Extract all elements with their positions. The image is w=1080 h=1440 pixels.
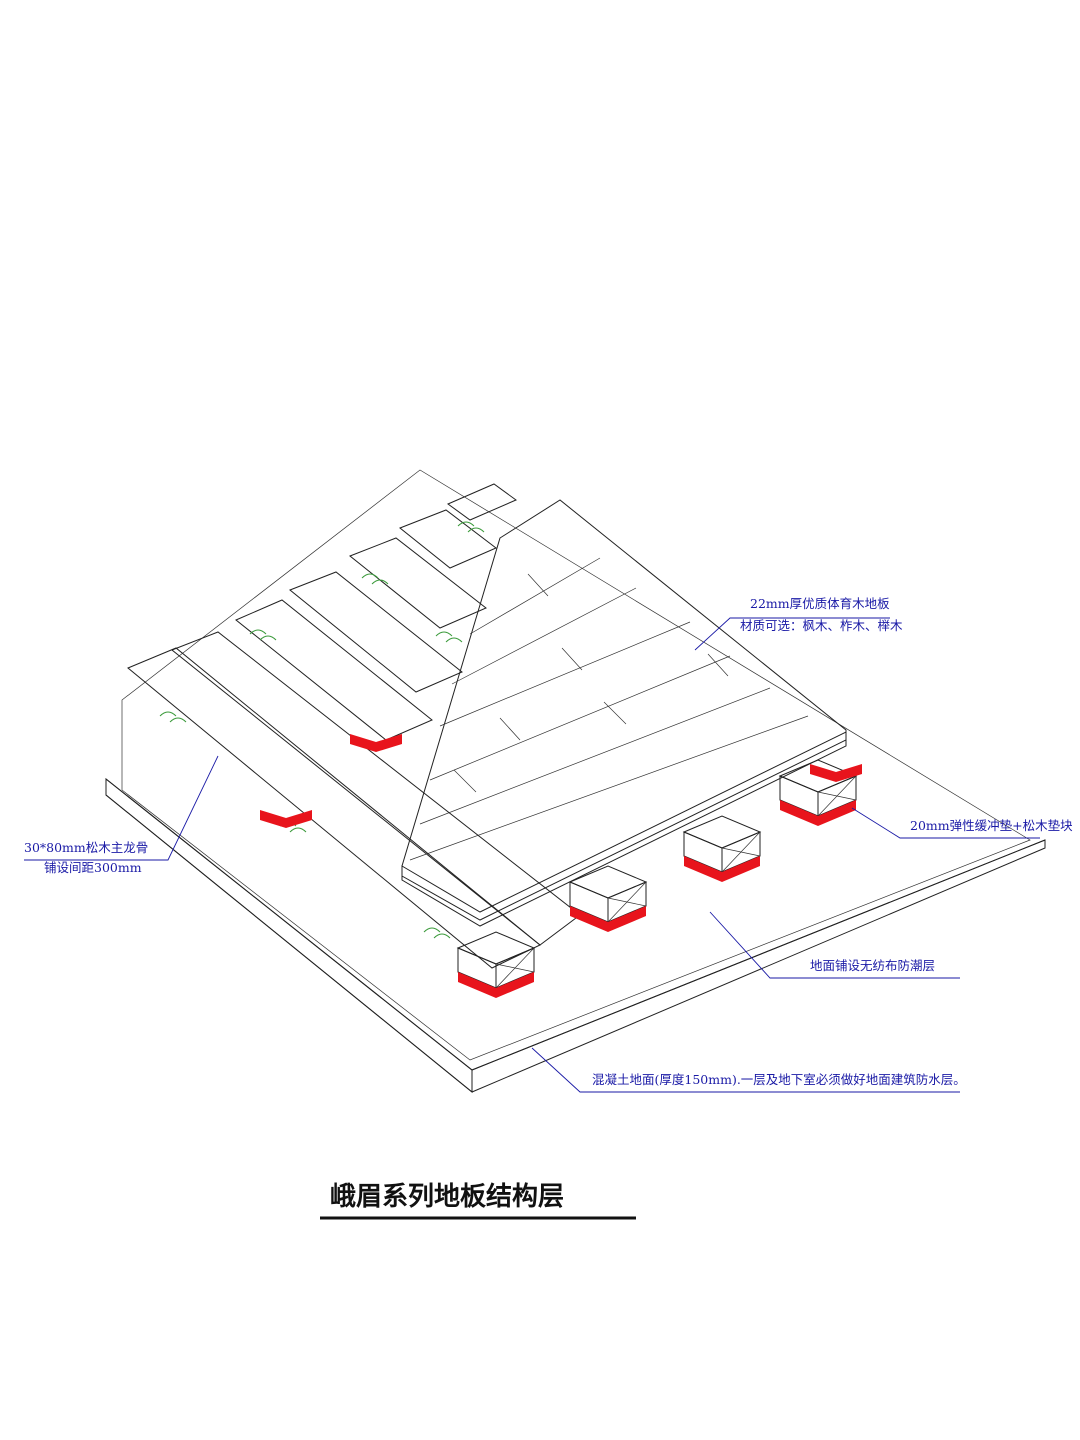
- cushion-pads: [260, 734, 862, 998]
- label-concrete: 混凝土地面(厚度150mm).一层及地下室必须做好地面建筑防水层。: [592, 1072, 966, 1087]
- pine-joists: [127, 483, 581, 969]
- label-joist-line2: 铺设间距300mm: [44, 860, 142, 875]
- joist-1: [127, 647, 541, 969]
- moisture-membrane-layer: [121, 469, 1031, 1061]
- wood-floor-boards: [401, 499, 847, 927]
- diagram-title: 峨眉系列地板结构层: [330, 1182, 564, 1212]
- cushion-pad-3: [682, 815, 762, 882]
- cushion-pad-4: [778, 759, 858, 826]
- label-joist-line1: 30*80mm松木主龙骨: [24, 840, 148, 855]
- cushion-pad-1: [456, 931, 536, 998]
- cushion-pad-6: [260, 810, 312, 828]
- concrete-slab: [105, 777, 1046, 1094]
- label-floor-board-line2: 材质可选：枫木、柞木、榉木: [740, 618, 903, 633]
- joist-grain-marks: [159, 521, 485, 939]
- label-floor-board-line1: 22mm厚优质体育木地板: [750, 596, 890, 611]
- cushion-pad-7: [350, 734, 402, 752]
- label-membrane: 地面铺设无纺布防潮层: [810, 958, 935, 973]
- cushion-pad-2: [568, 865, 648, 932]
- joist-4: [289, 571, 463, 693]
- cushion-pad-5: [810, 764, 862, 782]
- label-pad: 20mm弹性缓冲垫+松木垫块: [910, 818, 1073, 833]
- joist-7: [446, 483, 518, 521]
- joist-6: [399, 509, 497, 569]
- joist-3: [235, 599, 433, 741]
- leader-lines: [24, 617, 1040, 1093]
- joist-5: [349, 537, 487, 629]
